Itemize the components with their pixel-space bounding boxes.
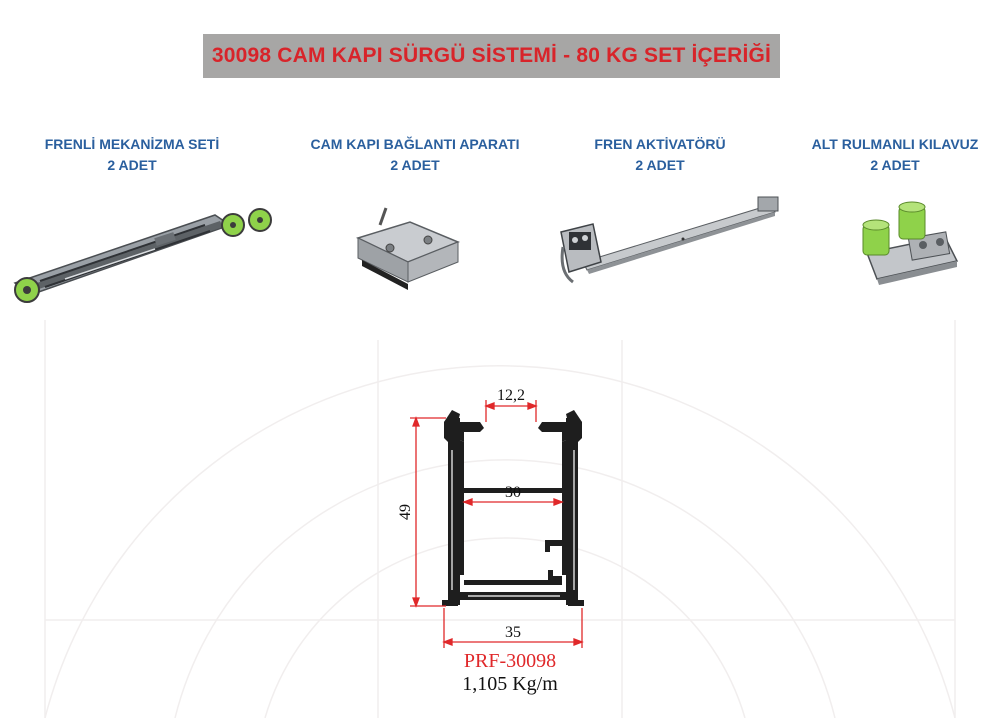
profile-weight: 1,105 Kg/m	[462, 673, 558, 695]
item-name: CAM KAPI BAĞLANTI APARATI	[310, 136, 520, 152]
item-qty: 2 ADET	[870, 157, 920, 173]
item-qty: 2 ADET	[390, 157, 440, 173]
item-label-glass-clamp: CAM KAPI BAĞLANTI APARATI 2 ADET	[295, 134, 535, 176]
dim-height: 49	[397, 504, 414, 520]
profile-code: PRF-30098	[463, 650, 557, 672]
page-title: 30098 CAM KAPI SÜRGÜ SİSTEMİ - 80 KG SET…	[211, 44, 772, 67]
item-label-brake-activator: FREN AKTİVATÖRÜ 2 ADET	[560, 134, 760, 176]
item-label-brake-mechanism: FRENLİ MEKANİZMA SETİ 2 ADET	[22, 134, 242, 176]
item-qty: 2 ADET	[107, 157, 157, 173]
bottom-roller-guide-icon	[862, 201, 959, 285]
dim-inner-width: 30	[505, 484, 521, 501]
item-name: FRENLİ MEKANİZMA SETİ	[44, 136, 220, 152]
item-name: ALT RULMANLI KILAVUZ	[811, 136, 979, 152]
item-label-roller-guide: ALT RULMANLI KILAVUZ 2 ADET	[800, 134, 990, 176]
profile-cross-section: 12,2 30 49 35	[397, 387, 584, 648]
brake-activator-icon	[560, 196, 779, 284]
brake-mechanism-icon	[13, 208, 272, 303]
glass-door-clamp-icon	[355, 207, 460, 290]
item-qty: 2 ADET	[635, 157, 685, 173]
item-name: FREN AKTİVATÖRÜ	[594, 136, 726, 152]
title-banner: 30098 CAM KAPI SÜRGÜ SİSTEMİ - 80 KG SET…	[203, 34, 780, 78]
dim-width: 35	[505, 624, 521, 641]
dim-top-opening: 12,2	[497, 387, 525, 404]
